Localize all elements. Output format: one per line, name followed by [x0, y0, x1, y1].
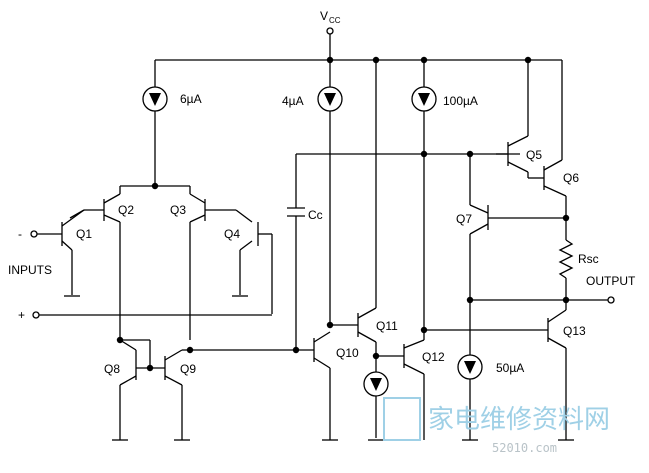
watermark: 家电维修资料网 52010.com	[383, 397, 610, 455]
second-stage	[287, 60, 548, 440]
watermark-text: 家电维修资料网	[428, 405, 610, 435]
label-q11: Q11	[376, 319, 398, 333]
label-q6: Q6	[563, 171, 579, 185]
watermark-url: 52010.com	[492, 441, 557, 455]
vcc-label: V	[320, 9, 328, 23]
labels: V CC 6µA 4µA 100µA 50µA Q1 Q2 Q3 Q4 Q5 Q…	[8, 9, 636, 376]
label-rsc: Rsc	[578, 252, 599, 266]
vcc-subscript: CC	[329, 16, 341, 25]
output-stage	[466, 60, 615, 440]
label-q3: Q3	[170, 203, 186, 217]
label-100ua: 100µA	[443, 94, 478, 108]
label-q1: Q1	[76, 227, 92, 241]
label-q8: Q8	[104, 362, 120, 376]
label-plus: +	[18, 308, 25, 322]
current-source-4ua	[317, 60, 343, 323]
label-q5: Q5	[526, 148, 542, 162]
label-q9: Q9	[180, 362, 196, 376]
label-output: OUTPUT	[586, 274, 636, 288]
label-q2: Q2	[118, 203, 134, 217]
input-stage	[30, 182, 273, 340]
label-minus: -	[18, 227, 22, 241]
vcc-terminal	[326, 27, 334, 35]
label-50ua: 50µA	[496, 361, 524, 375]
label-q13: Q13	[563, 324, 586, 338]
current-source-50ua	[457, 300, 483, 440]
label-q10: Q10	[336, 346, 359, 360]
label-6ua: 6µA	[180, 92, 202, 106]
label-cc: Cc	[308, 208, 323, 222]
label-q12: Q12	[422, 350, 445, 364]
watermark-logo	[383, 397, 421, 441]
label-q4: Q4	[224, 227, 240, 241]
label-q7: Q7	[456, 212, 472, 226]
vcc-rail	[155, 27, 562, 64]
label-inputs: INPUTS	[8, 263, 52, 277]
current-source-6ua	[142, 60, 168, 186]
current-source-100ua	[411, 60, 437, 340]
label-4ua: 4µA	[282, 94, 304, 108]
mirror-q8-q9	[116, 336, 296, 440]
